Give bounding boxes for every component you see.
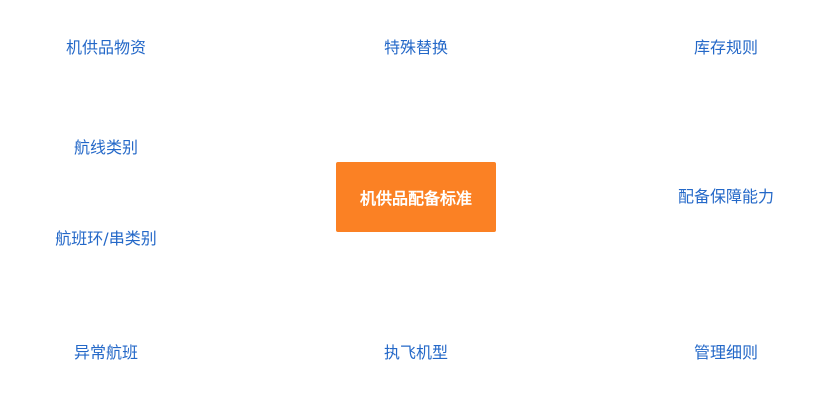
node-route-category[interactable]: 航线类别 xyxy=(73,138,139,157)
node-aircraft-type[interactable]: 执飞机型 xyxy=(383,343,449,362)
node-special-replacement[interactable]: 特殊替换 xyxy=(383,38,449,57)
node-flight-loop-category[interactable]: 航班环/串类别 xyxy=(55,229,157,248)
node-abnormal-flights[interactable]: 异常航班 xyxy=(73,343,139,362)
node-support-capability[interactable]: 配备保障能力 xyxy=(677,187,775,206)
center-node-label: 机供品配备标准 xyxy=(359,189,472,208)
center-node-standard[interactable]: 机供品配备标准 xyxy=(336,162,496,232)
node-management-details[interactable]: 管理细则 xyxy=(693,343,759,362)
node-aircraft-supplies[interactable]: 机供品物资 xyxy=(65,38,147,57)
node-inventory-rules[interactable]: 库存规则 xyxy=(693,38,759,57)
